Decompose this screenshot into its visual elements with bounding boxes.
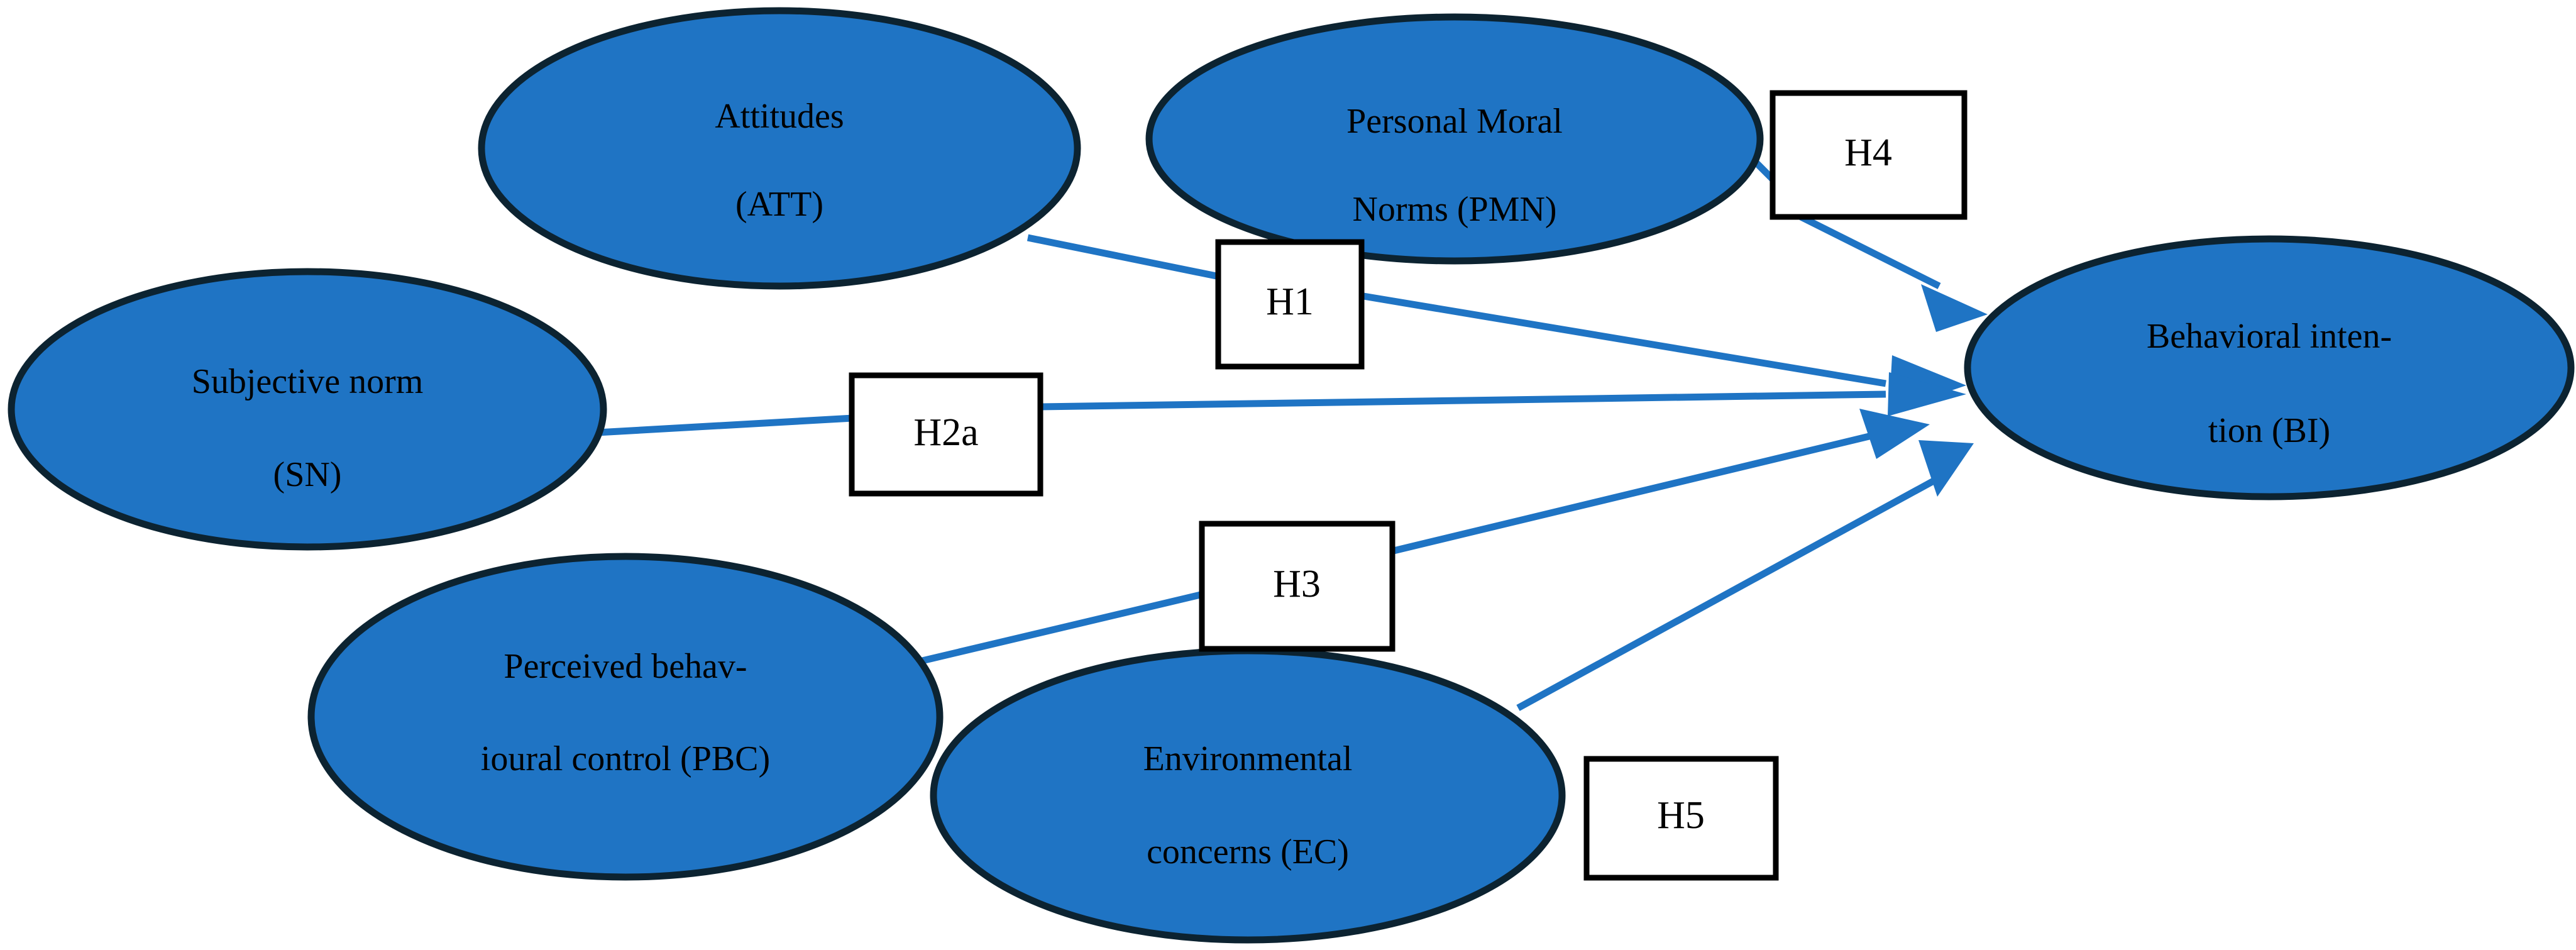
node-att-label-line1: Attitudes [715, 97, 844, 136]
node-pmn-label-line1: Personal Moral [1346, 102, 1563, 141]
hypothesis-box-h1[interactable]: H1 [1215, 239, 1365, 370]
edge-ec-to-bi [1516, 440, 1974, 711]
node-bi-label-line2: tion (BI) [2208, 411, 2330, 450]
edge-att-to-bi-segment-2 [1359, 292, 1886, 387]
hypothesis-box-h2a-rect[interactable] [849, 372, 1043, 497]
hypothesis-box-h4-label: H4 [1844, 131, 1892, 174]
node-pbc-ellipse[interactable] [307, 553, 944, 881]
node-pmn[interactable]: Personal Moral Norms (PMN) [1145, 13, 1764, 265]
edge-att-to-bi-segment-1 [1027, 234, 1221, 280]
edge-pbc-to-bi-arrowhead [1859, 409, 1930, 459]
edge-pmn-to-bi-arrowhead [1921, 284, 1988, 332]
edge-pbc-to-bi [910, 409, 1930, 667]
hypothesis-box-h1-label: H1 [1266, 280, 1314, 323]
hypothesis-box-h3-rect[interactable] [1199, 521, 1395, 652]
node-att[interactable]: Attitudes (ATT) [478, 7, 1081, 290]
node-sn[interactable]: Subjective norm (SN) [8, 268, 607, 551]
node-sn-ellipse[interactable] [8, 268, 607, 551]
hypothesis-box-h3-label: H3 [1273, 563, 1321, 605]
node-att-label-line2: (ATT) [735, 185, 823, 224]
node-pbc-label-line1: Perceived behav- [504, 647, 747, 686]
node-ec-ellipse[interactable] [930, 647, 1566, 944]
node-pbc-label-line2: ioural control (PBC) [481, 739, 770, 778]
hypothesis-box-h5[interactable]: H5 [1583, 756, 1779, 881]
edge-sn-to-bi [597, 372, 1966, 436]
edge-sn-to-bi-segment-1 [597, 414, 854, 436]
edge-att-to-bi [1027, 234, 1966, 412]
node-pmn-label-line2: Norms (PMN) [1352, 190, 1556, 229]
node-pbc[interactable]: Perceived behav- ioural control (PBC) [307, 553, 944, 881]
hypothesis-box-h3[interactable]: H3 [1199, 521, 1395, 652]
edge-sn-to-bi-arrowhead [1888, 372, 1966, 416]
edge-ec-to-bi-segment-1 [1516, 475, 1941, 711]
hypothesis-box-h5-rect[interactable] [1583, 756, 1779, 881]
hypothesis-box-h2a-label: H2a [913, 411, 978, 454]
hypothesis-box-h5-label: H5 [1657, 794, 1705, 837]
node-ec-label-line2: concerns (EC) [1147, 832, 1349, 871]
node-ec-label-line1: Environmental [1143, 739, 1353, 778]
hypothesis-box-h1-rect[interactable] [1215, 239, 1365, 370]
node-sn-label-line2: (SN) [273, 455, 342, 494]
edge-ec-to-bi-arrowhead [1918, 440, 1974, 497]
hypothesis-box-h2a[interactable]: H2a [849, 372, 1043, 497]
node-pmn-ellipse[interactable] [1145, 13, 1764, 265]
node-bi-ellipse[interactable] [1964, 235, 2575, 500]
hypothesis-box-h4-rect[interactable] [1770, 90, 1968, 220]
edge-pbc-to-bi-segment-2 [1390, 430, 1881, 555]
node-bi-label-line1: Behavioral inten- [2147, 317, 2392, 356]
node-ec[interactable]: Environmental concerns (EC) [930, 647, 1566, 944]
edge-sn-to-bi-segment-2 [1040, 390, 1886, 411]
node-bi[interactable]: Behavioral inten- tion (BI) [1964, 235, 2575, 500]
hypothesis-box-h4[interactable]: H4 [1770, 90, 1968, 220]
edge-pbc-to-bi-segment-1 [910, 590, 1204, 667]
node-sn-label-line1: Subjective norm [192, 362, 424, 401]
node-att-ellipse[interactable] [478, 7, 1081, 290]
edge-pmn-to-bi-segment-2 [1799, 214, 1941, 289]
